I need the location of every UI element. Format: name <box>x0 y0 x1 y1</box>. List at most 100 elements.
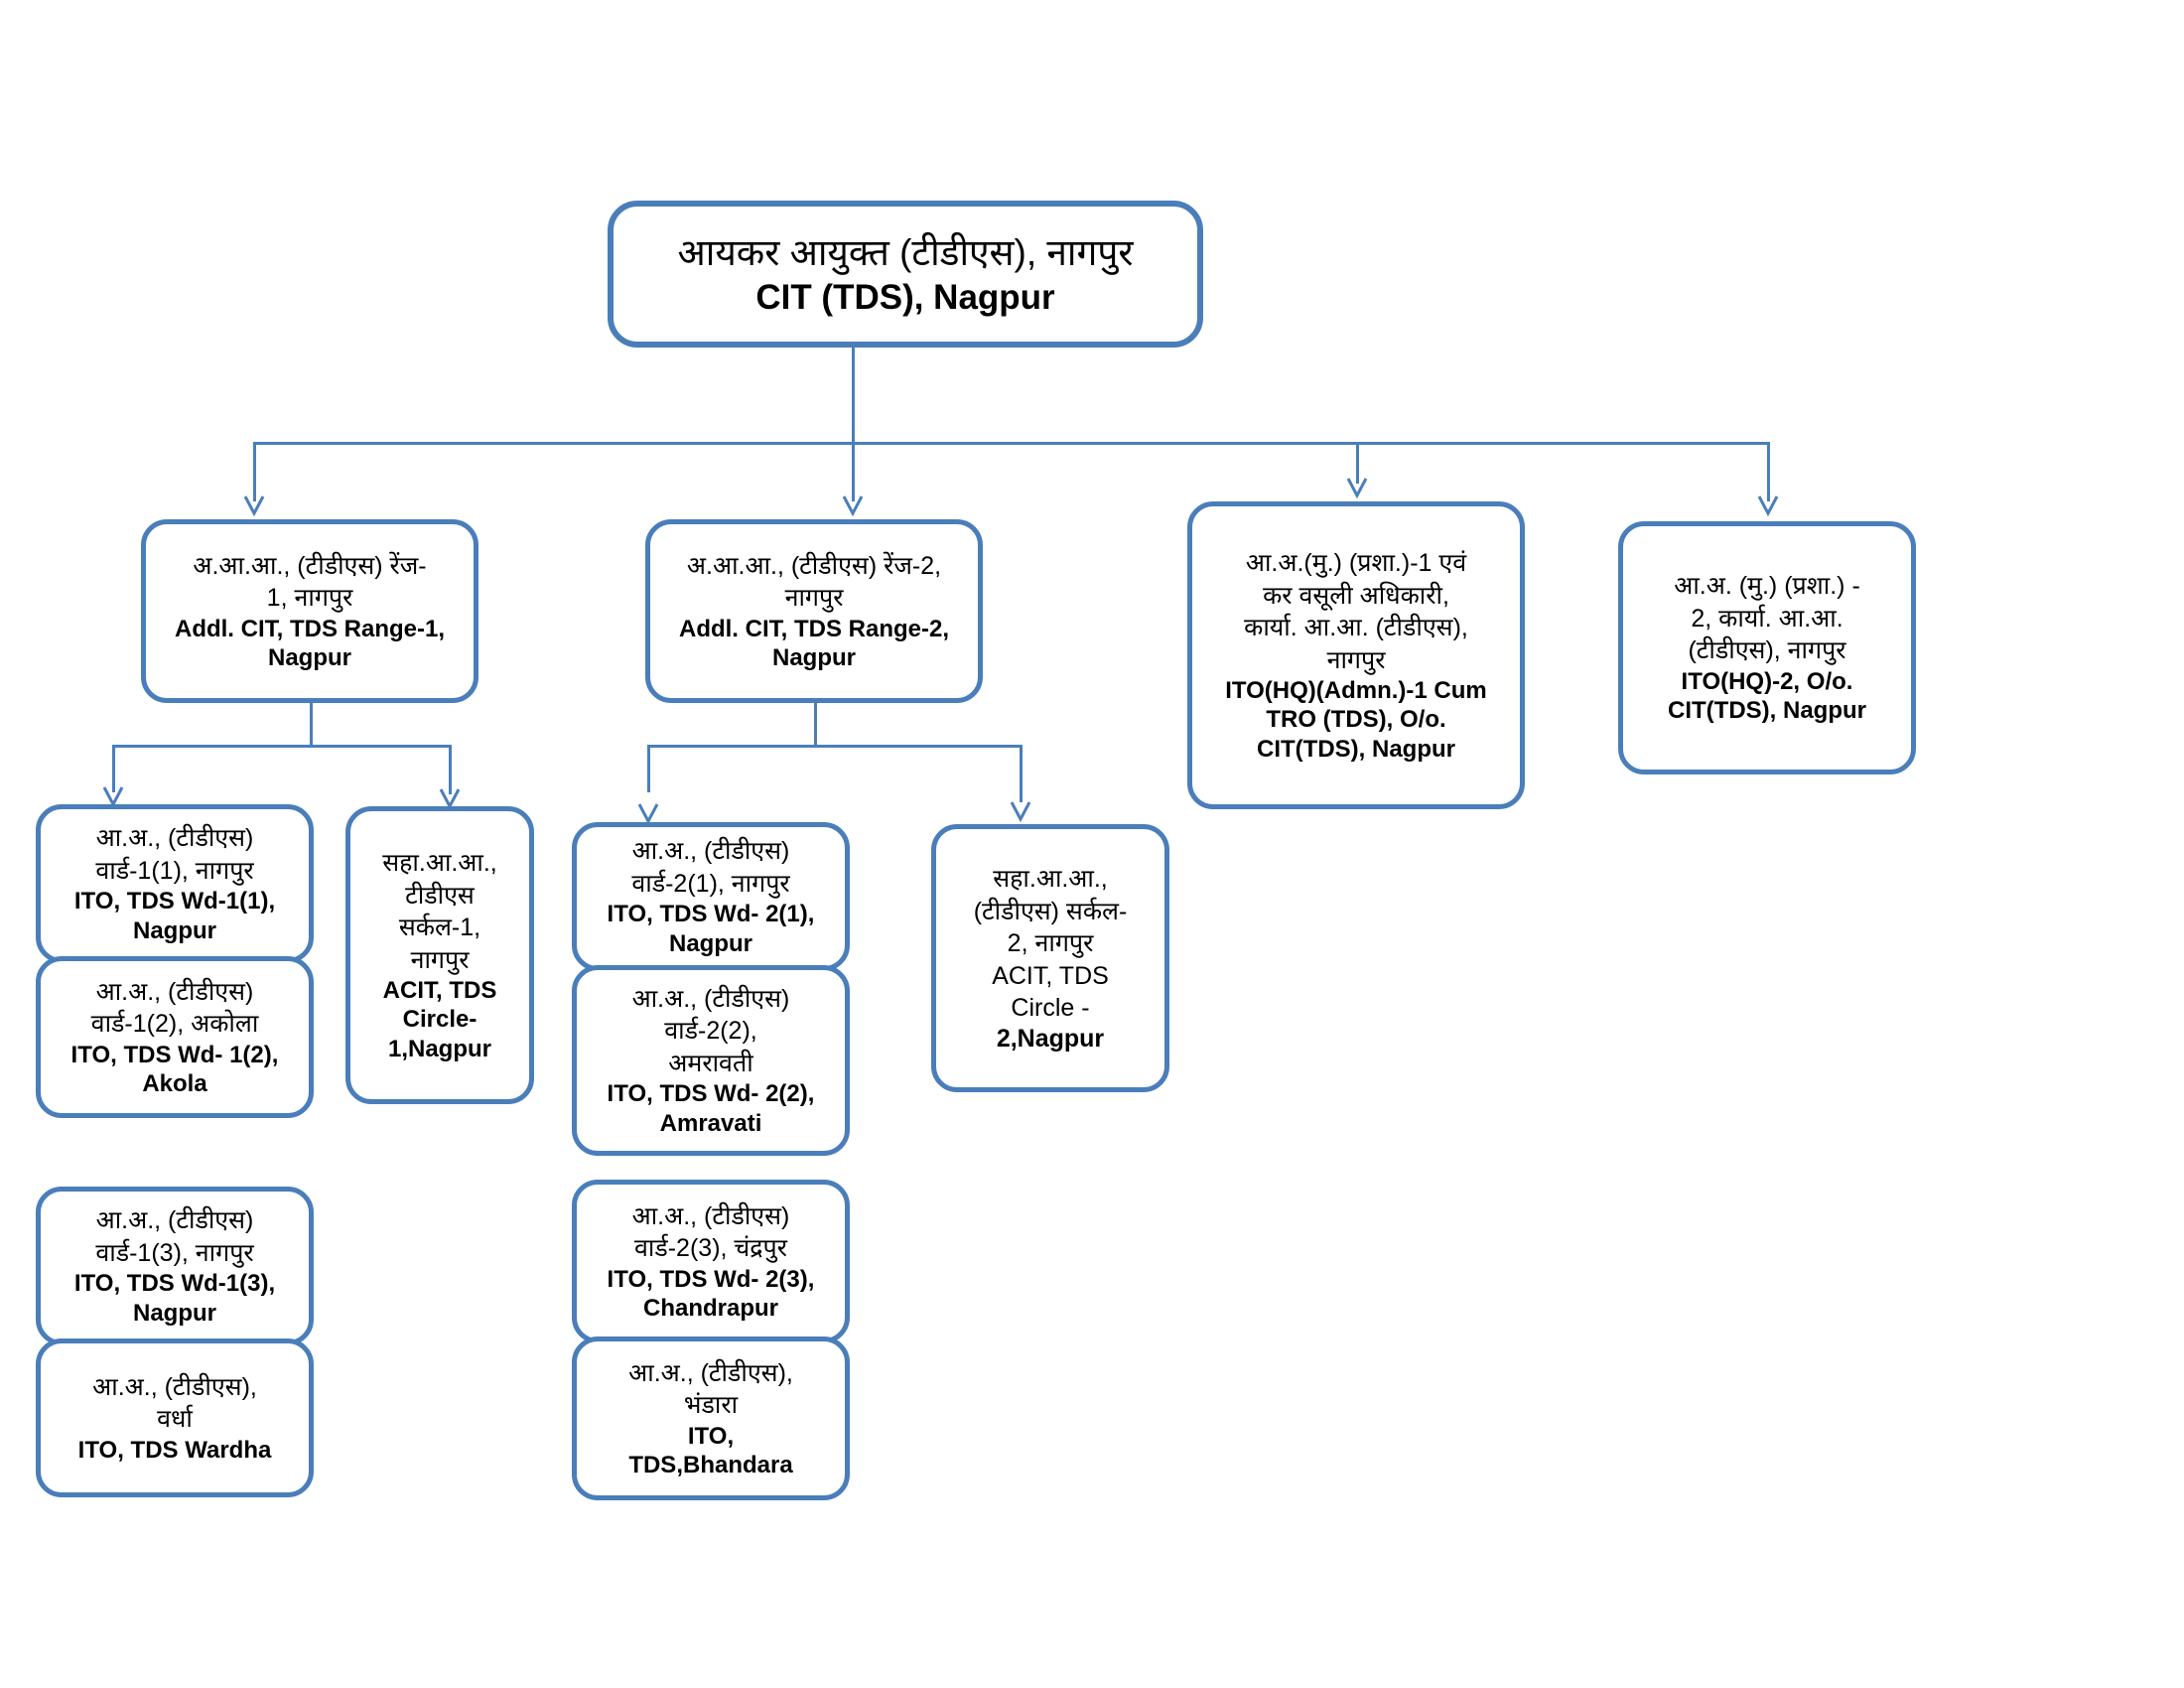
connector-root-stem <box>852 348 855 442</box>
node-wd-1-3-hindi-1: आ.अ., (टीडीएस) <box>95 1206 254 1235</box>
connector-drop-range2 <box>852 442 855 501</box>
node-range1-english-2: Nagpur <box>268 644 351 671</box>
node-wd-2-2-english-1: ITO, TDS Wd- 2(2), <box>607 1080 815 1108</box>
node-wd-2-2-english-2: Amravati <box>659 1109 762 1137</box>
node-circle1-english-3: 1,Nagpur <box>387 1035 491 1062</box>
node-wd-1-3-english-1: ITO, TDS Wd-1(3), <box>73 1270 276 1298</box>
node-ito-hq1-hindi-3: कार्या. आ.आ. (टीडीएस), <box>1244 614 1468 642</box>
node-bhandara-hindi-2: भंडारा <box>683 1391 739 1420</box>
node-wardha-hindi-1: आ.अ., (टीडीएस), <box>92 1372 257 1401</box>
node-ito-hq2-hindi-3: (टीडीएस), नागपुर <box>1688 636 1846 665</box>
connector-drop-ito-hq1 <box>1356 442 1359 484</box>
node-wd-1-3-hindi-2: वार्ड-1(3), नागपुर <box>95 1238 254 1267</box>
node-range1-english-1: Addl. CIT, TDS Range-1, <box>174 615 445 642</box>
node-circle2-english-2: Circle - <box>1011 993 1090 1022</box>
node-ito-tds-ward-1-1-nagpur[interactable]: आ.अ., (टीडीएस) वार्ड-1(1), नागपुर ITO, T… <box>36 804 314 963</box>
node-cit-tds-nagpur[interactable]: आयकर आयुक्त (टीडीएस), नागपुर CIT (TDS), … <box>608 201 1203 348</box>
arrowhead-ito-hq1 <box>1346 477 1368 498</box>
node-range2-english-2: Nagpur <box>772 644 856 671</box>
node-wd-1-2-hindi-1: आ.अ., (टीडीएस) <box>95 977 254 1006</box>
node-ito-hq1-english-2: TRO (TDS), O/o. <box>1266 706 1446 734</box>
node-wd-2-1-hindi-2: वार्ड-2(1), नागपुर <box>631 869 790 898</box>
arrowhead-circle2 <box>1010 800 1031 822</box>
node-wd-1-2-english-1: ITO, TDS Wd- 1(2), <box>70 1041 279 1068</box>
node-ito-hq2-english-2: CIT(TDS), Nagpur <box>1668 697 1866 725</box>
connector-range1-drop-circle1 <box>449 745 452 794</box>
node-range1-hindi-1: अ.आ.आ., (टीडीएस) रेंज- <box>193 551 427 580</box>
node-circle1-hindi-3: सर्कल-1, <box>398 914 481 942</box>
node-ito-hq-2[interactable]: आ.अ. (मु.) (प्रशा.) - 2, कार्या. आ.आ. (ट… <box>1618 521 1916 774</box>
node-acit-tds-circle-1-nagpur[interactable]: सहा.आ.आ., टीडीएस सर्कल-1, नागपुर ACIT, T… <box>345 806 534 1104</box>
connector-range2-bus <box>647 745 1020 748</box>
connector-range1-stem <box>310 703 313 747</box>
node-circle2-english-3: 2,Nagpur <box>996 1024 1105 1053</box>
node-ito-tds-ward-1-2-akola[interactable]: आ.अ., (टीडीएस) वार्ड-1(2), अकोला ITO, TD… <box>36 956 314 1118</box>
node-ito-hq-admn-1-cum-tro[interactable]: आ.अ.(मु.) (प्रशा.)-1 एवं कर वसूली अधिकार… <box>1187 501 1525 809</box>
connector-drop-range1 <box>253 442 256 501</box>
connector-range1-drop-wards <box>112 745 115 792</box>
node-circle1-hindi-2: टीडीएस <box>405 881 475 910</box>
node-wd-2-3-hindi-1: आ.अ., (टीडीएस) <box>631 1201 790 1230</box>
node-ito-tds-wardha[interactable]: आ.अ., (टीडीएस), वर्धा ITO, TDS Wardha <box>36 1338 314 1497</box>
arrowhead-circle1 <box>439 787 461 809</box>
node-ito-hq2-hindi-1: आ.अ. (मु.) (प्रशा.) - <box>1674 572 1860 601</box>
node-range2-hindi-2: नागपुर <box>784 584 844 613</box>
arrowhead-ward-col-2 <box>637 802 659 824</box>
node-wd-1-2-hindi-2: वार्ड-1(2), अकोला <box>90 1010 259 1039</box>
node-wd-2-3-hindi-2: वार्ड-2(3), चंद्रपुर <box>633 1234 787 1263</box>
node-wd-2-2-hindi-2: वार्ड-2(2), <box>664 1017 757 1046</box>
node-addl-cit-tds-range-1[interactable]: अ.आ.आ., (टीडीएस) रेंज- 1, नागपुर Addl. C… <box>141 519 478 703</box>
node-acit-tds-circle-2-nagpur[interactable]: सहा.आ.आ., (टीडीएस) सर्कल- 2, नागपुर ACIT… <box>931 824 1169 1092</box>
node-ito-hq1-hindi-2: कर वसूली अधिकारी, <box>1263 581 1449 610</box>
node-addl-cit-tds-range-2[interactable]: अ.आ.आ., (टीडीएस) रेंज-2, नागपुर Addl. CI… <box>645 519 983 703</box>
node-ito-hq1-english-1: ITO(HQ)(Admn.)-1 Cum <box>1225 677 1487 705</box>
node-ito-hq2-english-1: ITO(HQ)-2, O/o. <box>1681 667 1853 695</box>
node-ito-tds-ward-2-2-amravati[interactable]: आ.अ., (टीडीएस) वार्ड-2(2), अमरावती ITO, … <box>572 965 850 1156</box>
node-bhandara-hindi-1: आ.अ., (टीडीएस), <box>628 1358 793 1387</box>
node-wd-2-1-english-2: Nagpur <box>669 929 752 957</box>
connector-range1-bus <box>112 745 450 748</box>
node-circle1-english-1: ACIT, TDS <box>382 977 497 1005</box>
node-ito-hq1-hindi-4: नागपुर <box>1326 645 1386 674</box>
node-wd-1-1-english-1: ITO, TDS Wd-1(1), <box>73 888 276 915</box>
arrowhead-ito-hq2 <box>1757 494 1779 516</box>
node-bhandara-english-2: TDS,Bhandara <box>628 1452 793 1478</box>
node-wd-2-1-english-1: ITO, TDS Wd- 2(1), <box>607 901 815 928</box>
node-ito-tds-ward-1-3-nagpur[interactable]: आ.अ., (टीडीएस) वार्ड-1(3), नागपुर ITO, T… <box>36 1187 314 1345</box>
node-ito-hq1-english-3: CIT(TDS), Nagpur <box>1257 735 1455 763</box>
arrowhead-range2 <box>842 494 864 516</box>
node-range2-hindi-1: अ.आ.आ., (टीडीएस) रेंज-2, <box>686 551 942 580</box>
node-circle2-hindi-2: (टीडीएस) सर्कल- <box>973 897 1128 925</box>
node-wd-1-2-english-2: Akola <box>142 1070 207 1097</box>
node-wd-2-2-hindi-3: अमरावती <box>668 1049 753 1077</box>
connector-drop-ito-hq2 <box>1767 442 1770 501</box>
connector-level2-bus <box>253 442 1767 445</box>
node-wd-1-1-english-2: Nagpur <box>133 916 216 944</box>
node-circle1-english-2: Circle- <box>402 1006 478 1034</box>
node-wardha-english-1: ITO, TDS Wardha <box>77 1436 272 1464</box>
node-root-hindi: आयकर आयुक्त (टीडीएस), नागपुर <box>677 231 1134 273</box>
node-ito-tds-ward-2-3-chandrapur[interactable]: आ.अ., (टीडीएस) वार्ड-2(3), चंद्रपुर ITO,… <box>572 1180 850 1343</box>
node-ito-tds-ward-2-1-nagpur[interactable]: आ.अ., (टीडीएस) वार्ड-2(1), नागपुर ITO, T… <box>572 822 850 971</box>
node-root-english: CIT (TDS), Nagpur <box>755 277 1055 317</box>
node-wd-2-1-hindi-1: आ.अ., (टीडीएस) <box>631 837 790 866</box>
node-ito-hq1-hindi-1: आ.अ.(मु.) (प्रशा.)-1 एवं <box>1245 549 1467 578</box>
node-circle1-hindi-1: सहा.आ.आ., <box>382 849 497 878</box>
node-wd-1-1-hindi-1: आ.अ., (टीडीएस) <box>95 824 254 853</box>
arrowhead-ward-col-1 <box>102 785 124 807</box>
node-range1-hindi-2: 1, नागपुर <box>266 584 353 613</box>
node-circle2-hindi-3: 2, नागपुर <box>1007 929 1094 957</box>
connector-range2-drop-circle2 <box>1020 745 1023 802</box>
node-circle2-hindi-1: सहा.आ.आ., <box>993 865 1108 893</box>
node-ito-hq2-hindi-2: 2, कार्या. आ.आ. <box>1691 604 1843 633</box>
node-range2-english-1: Addl. CIT, TDS Range-2, <box>678 615 949 642</box>
node-wd-1-3-english-2: Nagpur <box>133 1299 216 1327</box>
node-ito-tds-bhandara[interactable]: आ.अ., (टीडीएस), भंडारा ITO, TDS,Bhandara <box>572 1336 850 1500</box>
node-wardha-hindi-2: वर्धा <box>157 1405 193 1434</box>
connector-range2-drop-wards <box>647 745 650 792</box>
node-wd-2-2-hindi-1: आ.अ., (टीडीएस) <box>631 984 790 1013</box>
connector-range2-stem <box>814 703 817 747</box>
arrowhead-range1 <box>243 494 265 516</box>
node-wd-2-3-english-2: Chandrapur <box>642 1295 778 1322</box>
